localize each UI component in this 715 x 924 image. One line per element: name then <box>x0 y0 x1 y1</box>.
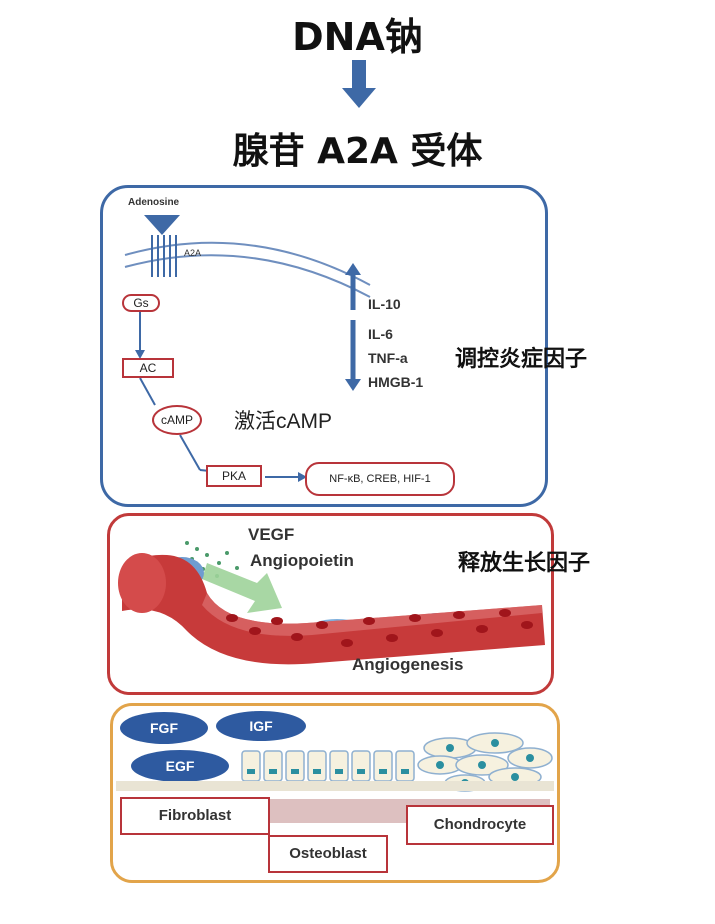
activate-camp-label: 激活cAMP <box>234 410 333 433</box>
pka-node: PKA <box>206 465 262 487</box>
angiopoietin-label: Angiopoietin <box>250 551 354 570</box>
up-cytokine-label: IL-10 <box>368 296 401 312</box>
regulate-inflammation-label: 调控炎症因子 <box>455 347 588 372</box>
egf-factor: EGF <box>131 750 229 782</box>
down-cytokine-label: HMGB-1 <box>368 374 424 390</box>
release-growth-factors-label: 释放生长因子 <box>458 551 591 576</box>
transcription-factors-node: NF-κB, CREB, HIF-1 <box>305 462 455 496</box>
vegf-label: VEGF <box>248 525 295 544</box>
gs-node: Gs <box>122 294 160 312</box>
igf-factor: IGF <box>216 711 306 741</box>
blood-vessel-graphic <box>118 541 545 665</box>
down-arrow-icon <box>342 60 376 108</box>
down-cytokine-label: TNF-a <box>368 350 408 366</box>
signaling-panel <box>100 185 548 507</box>
diagram-title: DNA钠 <box>292 15 423 59</box>
adenosine-label: Adenosine <box>128 197 180 208</box>
fgf-factor: FGF <box>120 712 208 744</box>
cell-differentiation-panel <box>110 703 560 883</box>
ac-node: AC <box>122 358 174 378</box>
camp-node: cAMP <box>152 405 202 435</box>
angiogenesis-label: Angiogenesis <box>352 655 464 674</box>
fibroblast-label: Fibroblast <box>120 797 270 835</box>
receptor-label: A2A <box>184 248 202 258</box>
osteoblast-label: Osteoblast <box>268 835 388 873</box>
chondrocyte-label: Chondrocyte <box>406 805 554 845</box>
down-cytokine-label: IL-6 <box>368 326 393 342</box>
angiogenesis-panel <box>107 513 554 695</box>
diagram-subtitle: 腺苷 A2A 受体 <box>232 131 483 172</box>
